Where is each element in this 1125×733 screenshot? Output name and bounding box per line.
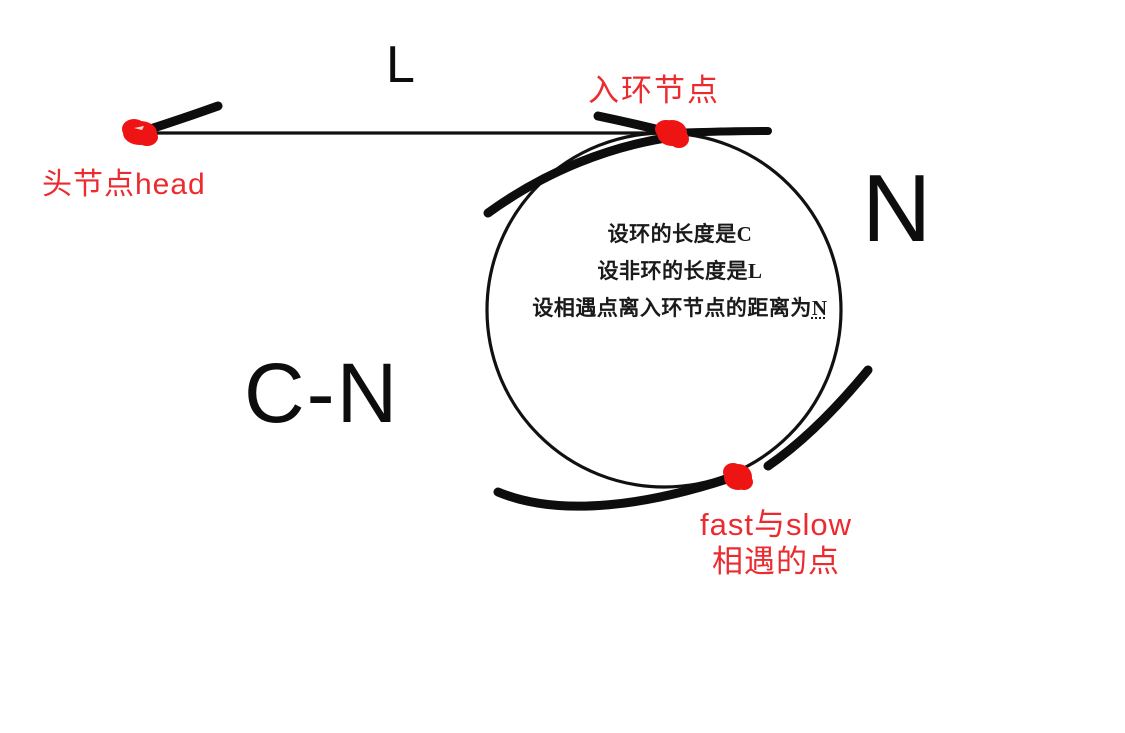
note-line-meet-distance-var: N (811, 296, 828, 320)
meeting-node-marker (723, 463, 753, 490)
label-head-node: 头节点head (42, 168, 206, 201)
label-meeting-point: fast与slow 相遇的点 (700, 507, 852, 579)
head-node-marker (122, 119, 158, 146)
label-segment-n: N (862, 155, 932, 262)
note-line-ring-length: 设环的长度是C (607, 222, 753, 246)
label-meeting-point-line2: 相遇的点 (711, 543, 840, 579)
arc-lower-left (493, 469, 747, 511)
label-meeting-point-line1: fast与slow (700, 507, 852, 542)
label-segment-l: L (386, 36, 415, 94)
note-line-tail-length: 设非环的长度是L (597, 259, 763, 283)
note-line-meet-distance-text: 设相遇点离入环节点的距离为 (532, 296, 812, 320)
arc-right (763, 365, 873, 471)
notes-block: 设环的长度是C 设非环的长度是L 设相遇点离入环节点的距离为N (500, 218, 860, 322)
arc-upper-left (483, 132, 677, 218)
label-segment-c-minus-n: C-N (244, 346, 400, 440)
note-line-meet-distance: 设相遇点离入环节点的距离为N (500, 292, 860, 322)
label-ring-entry-node: 入环节点 (588, 73, 720, 108)
head-tick-stroke (139, 101, 223, 136)
ring-entry-node-marker (655, 120, 689, 148)
